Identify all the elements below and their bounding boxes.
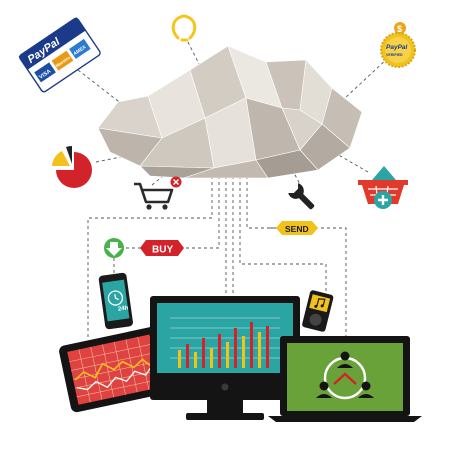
person-top-body xyxy=(337,364,353,368)
paypal-card-icon: PayPal VISA Maestro AMEX xyxy=(18,17,101,93)
clock-icon xyxy=(107,290,124,306)
shopping-cart-icon xyxy=(134,176,182,210)
wrench-icon xyxy=(288,183,315,210)
dollar-symbol: $ xyxy=(397,24,402,34)
dollar-coin xyxy=(394,22,406,34)
cloud-icon xyxy=(97,45,363,179)
music-player-icon xyxy=(302,290,334,332)
amex-card xyxy=(69,38,91,59)
person-left-icon xyxy=(319,381,329,391)
download-arrow-icon xyxy=(104,238,124,258)
send-label: SEND xyxy=(285,224,309,234)
person-top-icon xyxy=(340,351,350,361)
person-left-body xyxy=(316,394,332,398)
connector-paypal-card xyxy=(77,69,141,119)
people-icons xyxy=(316,351,374,398)
send-badge: SEND xyxy=(276,221,318,235)
buy-label: BUY xyxy=(152,245,173,256)
desktop-monitor-icon xyxy=(150,296,300,420)
tablet-icon xyxy=(59,327,169,413)
paypal-seal-icon: $ PayPal VERIFIED xyxy=(380,22,416,68)
seal-verified: VERIFIED xyxy=(386,53,403,57)
network-link-icon xyxy=(333,372,357,385)
seal-brand: PayPal xyxy=(386,44,408,51)
connector-laptop xyxy=(246,176,347,336)
visa-card xyxy=(34,62,56,83)
monitor-bars xyxy=(178,322,269,368)
monitor-power-button xyxy=(221,383,229,391)
maestro-card xyxy=(51,50,74,71)
person-right-body xyxy=(358,394,374,398)
tablet-line-a xyxy=(74,358,156,381)
smartphone-icon: 24h xyxy=(98,272,133,330)
connector-cart xyxy=(151,157,186,186)
shopping-basket-icon xyxy=(358,166,408,209)
lightbulb-icon xyxy=(171,14,197,42)
buy-badge: BUY xyxy=(140,240,184,256)
pie-chart-icon xyxy=(52,145,92,188)
tablet-line-b xyxy=(76,362,155,391)
connector-lines xyxy=(77,41,389,338)
connector-music xyxy=(239,176,327,294)
tablet-grid xyxy=(69,336,160,403)
person-right-icon xyxy=(361,381,371,391)
laptop-icon xyxy=(268,336,422,422)
phone-clock-label: 24h xyxy=(118,305,129,312)
connector-buy xyxy=(176,176,220,249)
connector-tablet xyxy=(87,176,213,338)
